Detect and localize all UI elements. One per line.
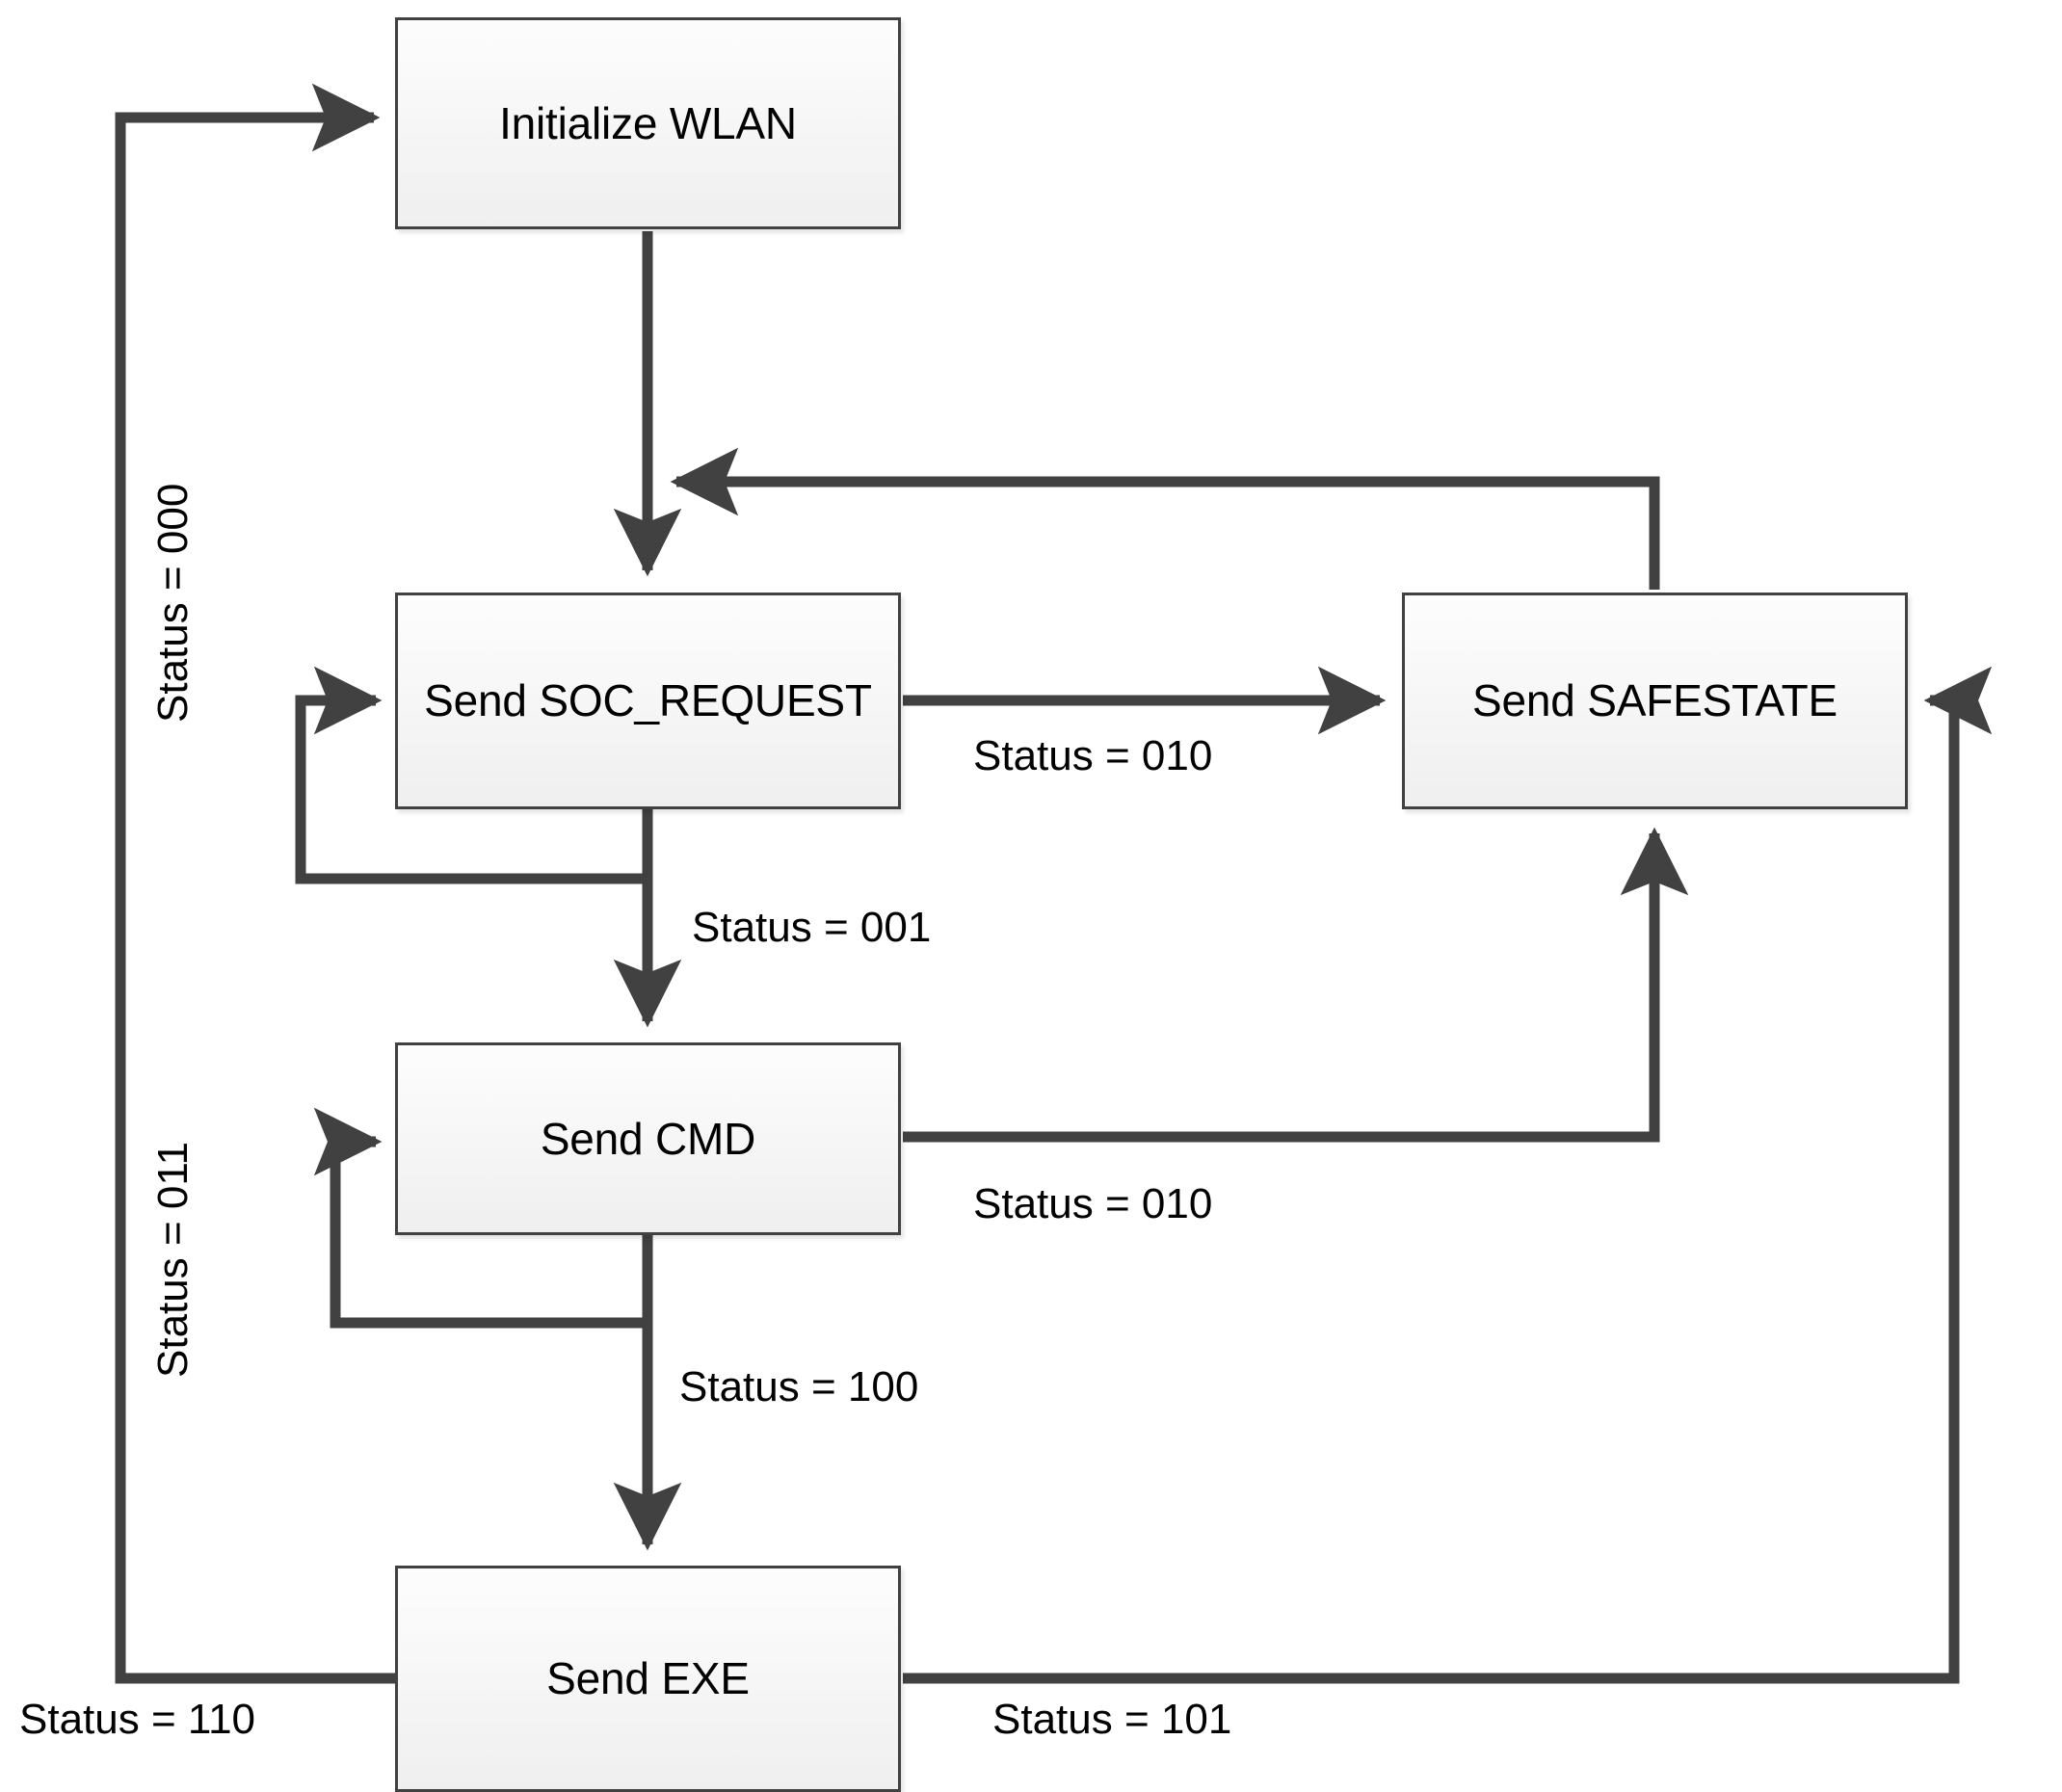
- node-send-cmd[interactable]: Send CMD: [395, 1042, 901, 1235]
- edge-label-status-001: Status = 001: [692, 904, 932, 951]
- node-send-exe[interactable]: Send EXE: [395, 1566, 901, 1792]
- node-label: Send SOC_REQUEST: [424, 675, 872, 726]
- edge-cmd-to-safestate: [903, 827, 1689, 1143]
- node-send-safestate[interactable]: Send SAFESTATE: [1402, 593, 1908, 809]
- edge-label-status-110: Status = 110: [19, 1696, 256, 1743]
- edge-exe-to-init: [115, 83, 395, 1684]
- node-initialize-wlan[interactable]: Initialize WLAN: [395, 17, 901, 229]
- node-label: Send SAFESTATE: [1472, 675, 1837, 726]
- edge-exe-to-safestate: [903, 666, 1993, 1684]
- edge-label-status-100: Status = 100: [679, 1363, 919, 1410]
- node-label: Send CMD: [540, 1113, 756, 1164]
- edge-label-status-010-soc-safestate: Status = 010: [973, 732, 1213, 779]
- node-send-soc-request[interactable]: Send SOC_REQUEST: [395, 593, 901, 809]
- edge-label-status-011: Status = 011: [149, 1141, 197, 1378]
- edge-label-status-101: Status = 101: [992, 1696, 1232, 1743]
- edge-label-status-010-cmd-safestate: Status = 010: [973, 1180, 1213, 1227]
- edge-label-status-000: Status = 000: [149, 483, 197, 723]
- edge-safestate-to-soc: [670, 447, 1660, 590]
- node-label: Send EXE: [546, 1653, 750, 1704]
- node-label: Initialize WLAN: [499, 97, 797, 148]
